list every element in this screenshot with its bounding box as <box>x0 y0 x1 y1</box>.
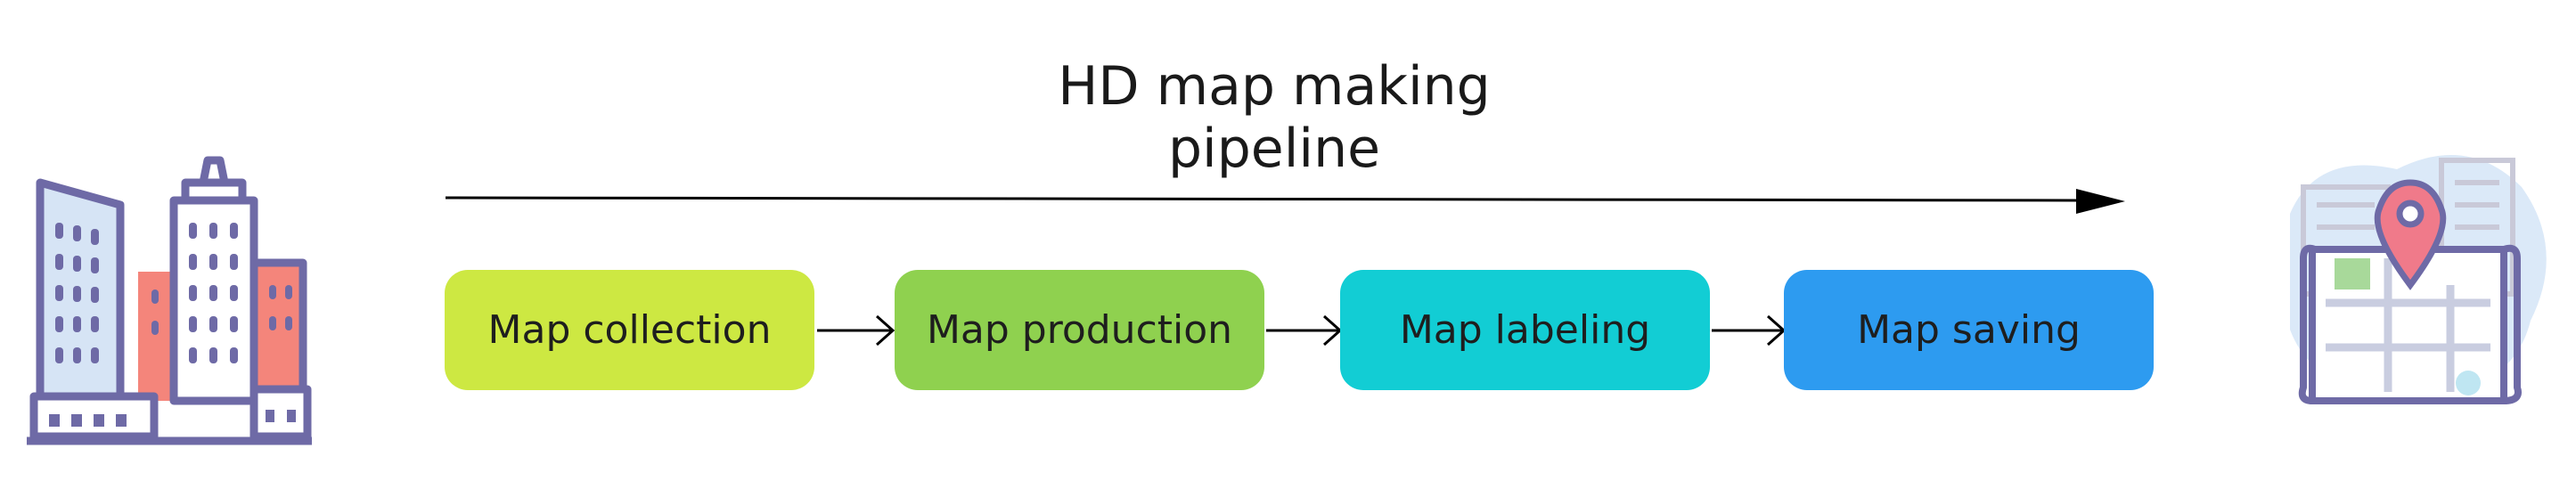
connector-arrow-3 <box>1712 314 1787 346</box>
diagram-title: HD map making pipeline <box>1058 55 1491 180</box>
connector-arrow-2 <box>1266 314 1343 346</box>
step-map-saving[interactable]: Map saving <box>1784 270 2154 390</box>
step-label: Map production <box>926 307 1233 353</box>
city-buildings-icon <box>27 156 321 454</box>
step-label: Map saving <box>1857 307 2081 353</box>
step-label: Map collection <box>487 307 772 353</box>
step-map-production[interactable]: Map production <box>895 270 1264 390</box>
connector-arrow-1 <box>817 314 895 346</box>
pipeline-direction-arrow <box>445 189 2125 214</box>
map-pin-scroll-icon <box>2263 134 2566 432</box>
step-label: Map labeling <box>1399 307 1651 353</box>
step-map-labeling[interactable]: Map labeling <box>1340 270 1710 390</box>
step-map-collection[interactable]: Map collection <box>445 270 814 390</box>
